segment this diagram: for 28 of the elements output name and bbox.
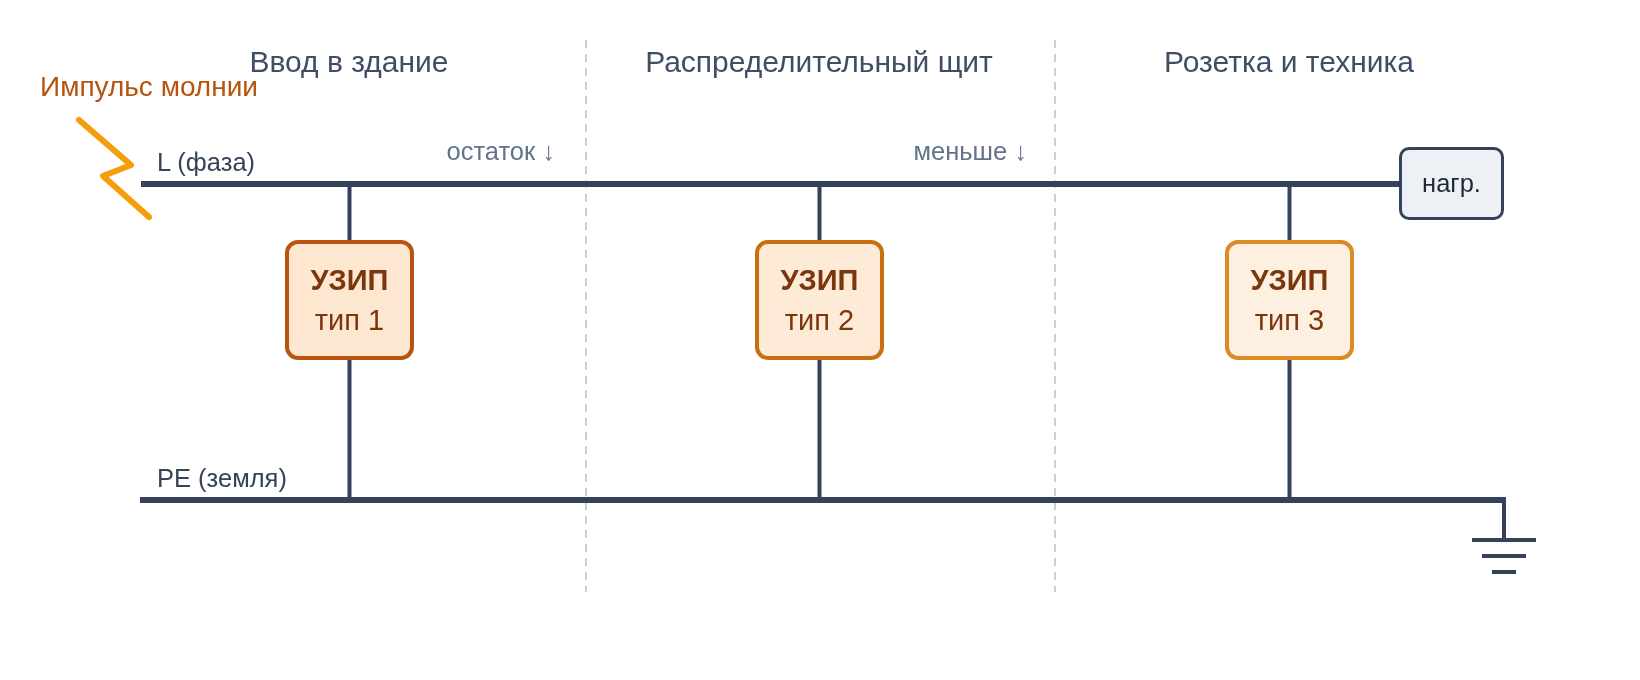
connector-line	[347, 187, 352, 240]
device-type: тип 2	[784, 303, 855, 338]
load-box	[1399, 147, 1504, 220]
device-name: УЗИП	[780, 263, 859, 298]
section-heading: Распределительный щит	[645, 44, 993, 80]
surge-protector-box	[755, 240, 884, 360]
device-type: тип 3	[1254, 303, 1325, 338]
surge-protector-box	[1225, 240, 1354, 360]
connector-line	[1287, 360, 1292, 497]
surge-protector-box	[285, 240, 414, 360]
note-text: остаток ↓	[446, 137, 555, 167]
device-type: тип 1	[314, 303, 385, 338]
phase-busbar	[141, 181, 1399, 187]
connector-line	[1502, 503, 1506, 538]
connector-line	[347, 360, 352, 497]
earth-busbar	[140, 497, 1506, 503]
connector-line	[1287, 187, 1292, 240]
note-text: меньше ↓	[913, 137, 1027, 167]
conductor-label: PE (земля)	[157, 464, 287, 494]
device-name: УЗИП	[310, 263, 389, 298]
device-name: УЗИП	[1250, 263, 1329, 298]
connector-line	[817, 187, 822, 240]
load-label: нагр.	[1422, 169, 1481, 198]
section-heading: Ввод в здание	[249, 44, 449, 80]
conductor-label: L (фаза)	[157, 148, 256, 178]
connector-line	[817, 360, 822, 497]
ground-symbol	[1470, 538, 1538, 574]
section-heading: Розетка и техника	[1164, 44, 1414, 80]
